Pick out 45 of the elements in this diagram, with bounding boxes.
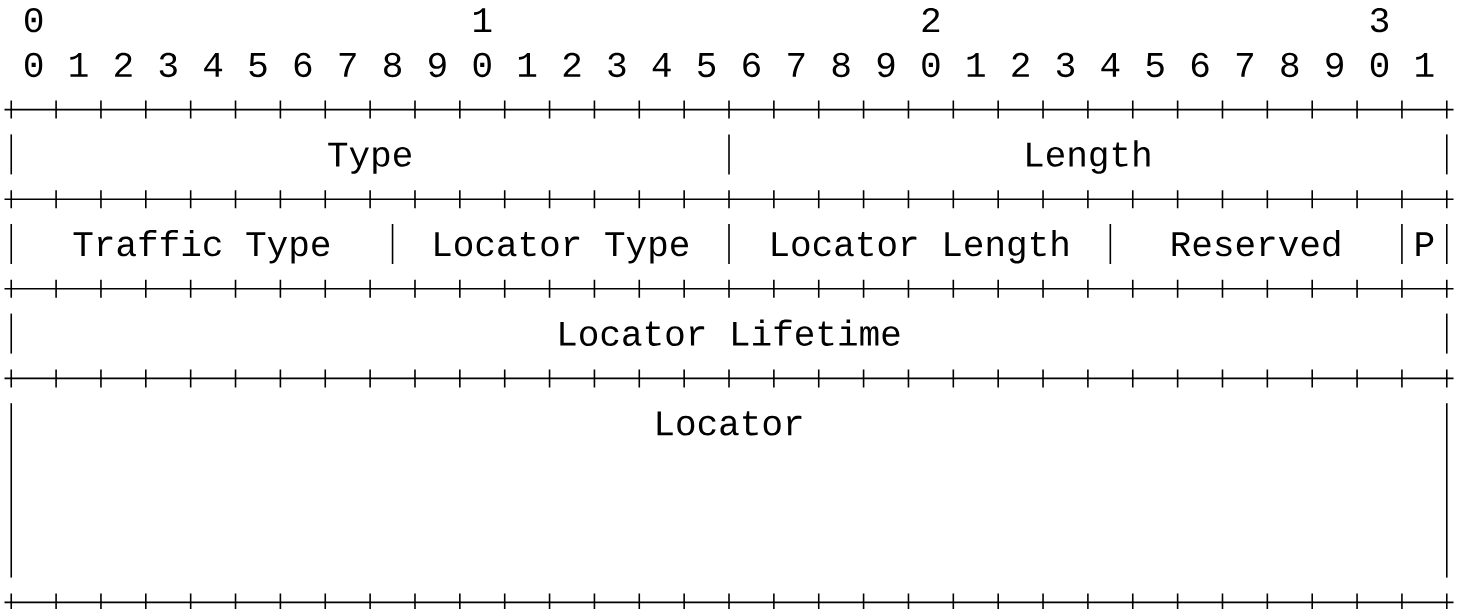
- bit-number: 3: [1056, 52, 1074, 78]
- field-name: Traffic Type: [73, 229, 330, 264]
- bit-number: 7: [339, 53, 356, 77]
- field-name: Locator Type: [435, 232, 688, 264]
- bit-number: 5: [249, 53, 267, 78]
- field-name: Locator Lifetime: [560, 319, 900, 346]
- bit-number: 6: [743, 52, 760, 78]
- bit-number: 0: [1370, 52, 1389, 78]
- field-name: Locator Length: [772, 229, 1068, 264]
- bit-number: 0: [25, 52, 43, 78]
- bit-number: 6: [294, 52, 312, 78]
- bit-number: 4: [204, 53, 223, 77]
- bit-number: 4: [1101, 53, 1120, 77]
- field-name: Reserved: [1172, 229, 1340, 257]
- bit-number: 1: [474, 8, 492, 32]
- bit-number: 7: [788, 53, 805, 77]
- bit-number: 2: [1012, 52, 1029, 77]
- bit-number: 1: [70, 53, 88, 77]
- bit-number: 1: [967, 53, 985, 77]
- bit-number: 2: [922, 7, 940, 32]
- bit-number: 0: [473, 52, 491, 78]
- bit-number: 5: [698, 53, 716, 78]
- bit-number: 6: [1191, 52, 1209, 78]
- field-name: P: [1416, 232, 1434, 256]
- bit-number: 8: [384, 52, 401, 78]
- bit-number: 1: [1416, 53, 1434, 77]
- bit-number: 0: [922, 52, 940, 78]
- bit-number: 9: [429, 52, 446, 78]
- bit-number: 8: [832, 52, 850, 78]
- bit-number: 9: [1326, 52, 1343, 78]
- field-name: Locator: [657, 411, 802, 436]
- bit-number: 9: [877, 52, 895, 78]
- bit-number: 4: [652, 53, 671, 77]
- bit-number: 8: [1281, 52, 1299, 78]
- bit-number: 0: [25, 7, 43, 33]
- bit-number: 7: [1236, 53, 1253, 77]
- bit-number: 1: [518, 53, 537, 77]
- bit-number: 3: [608, 52, 626, 78]
- bit-number: 2: [115, 52, 132, 77]
- bit-number: 3: [159, 52, 177, 78]
- bit-number: 5: [1146, 53, 1164, 78]
- bit-number: 2: [563, 52, 581, 77]
- bit-number: 3: [1370, 7, 1388, 33]
- field-name: Type: [328, 142, 411, 174]
- field-name: Length: [1027, 140, 1150, 174]
